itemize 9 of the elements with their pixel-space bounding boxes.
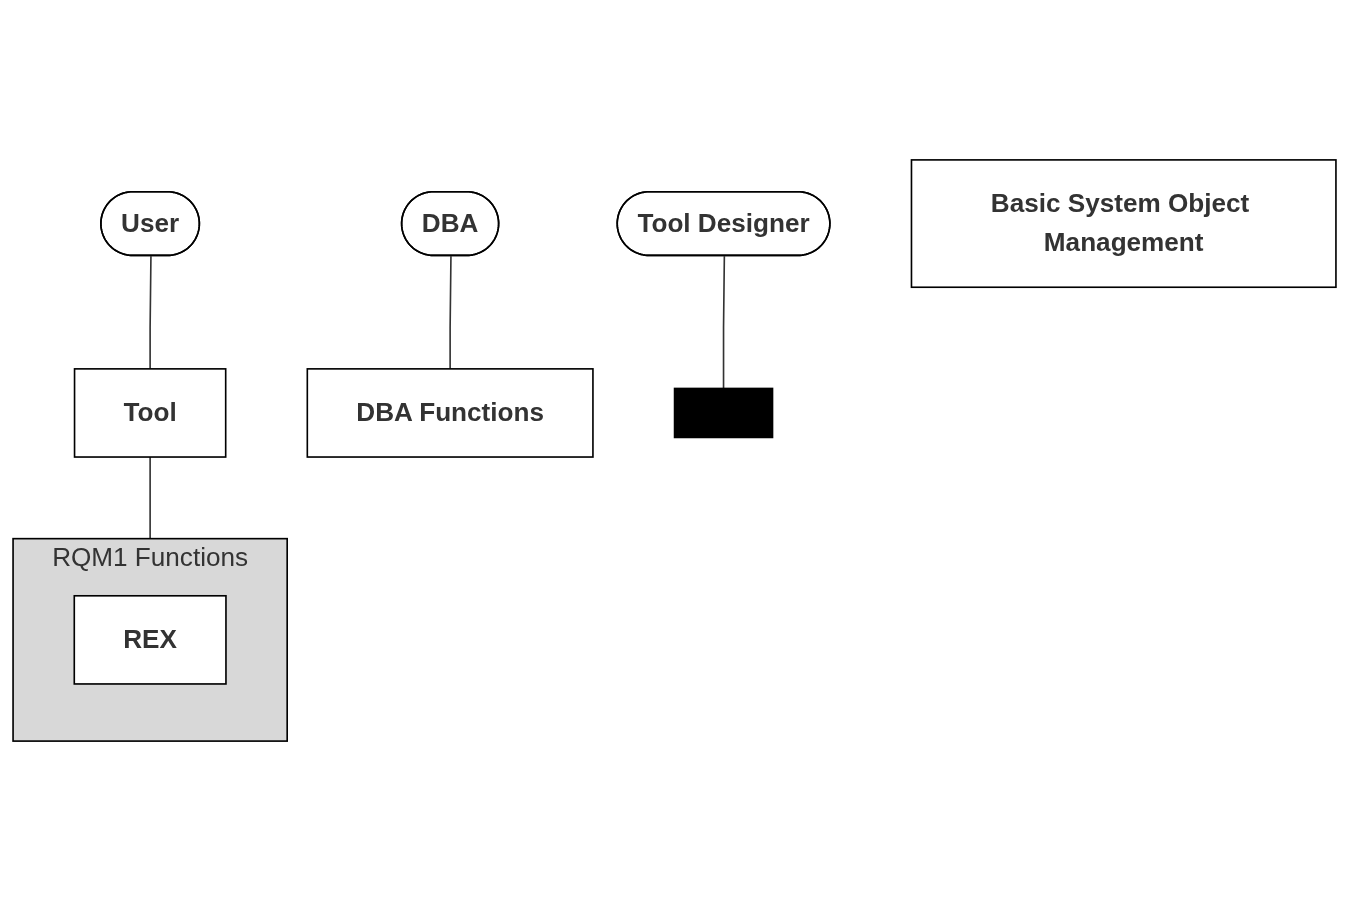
node-box: Basic System Object Management: [910, 159, 1337, 289]
node-box: DBA Functions: [306, 368, 594, 458]
node-box: REX: [73, 595, 227, 685]
connector: [149, 456, 151, 540]
node-box: Tool: [73, 368, 227, 458]
node-box: [673, 387, 774, 439]
connector: [149, 255, 152, 370]
connector: [722, 255, 726, 390]
connector: [449, 255, 452, 370]
